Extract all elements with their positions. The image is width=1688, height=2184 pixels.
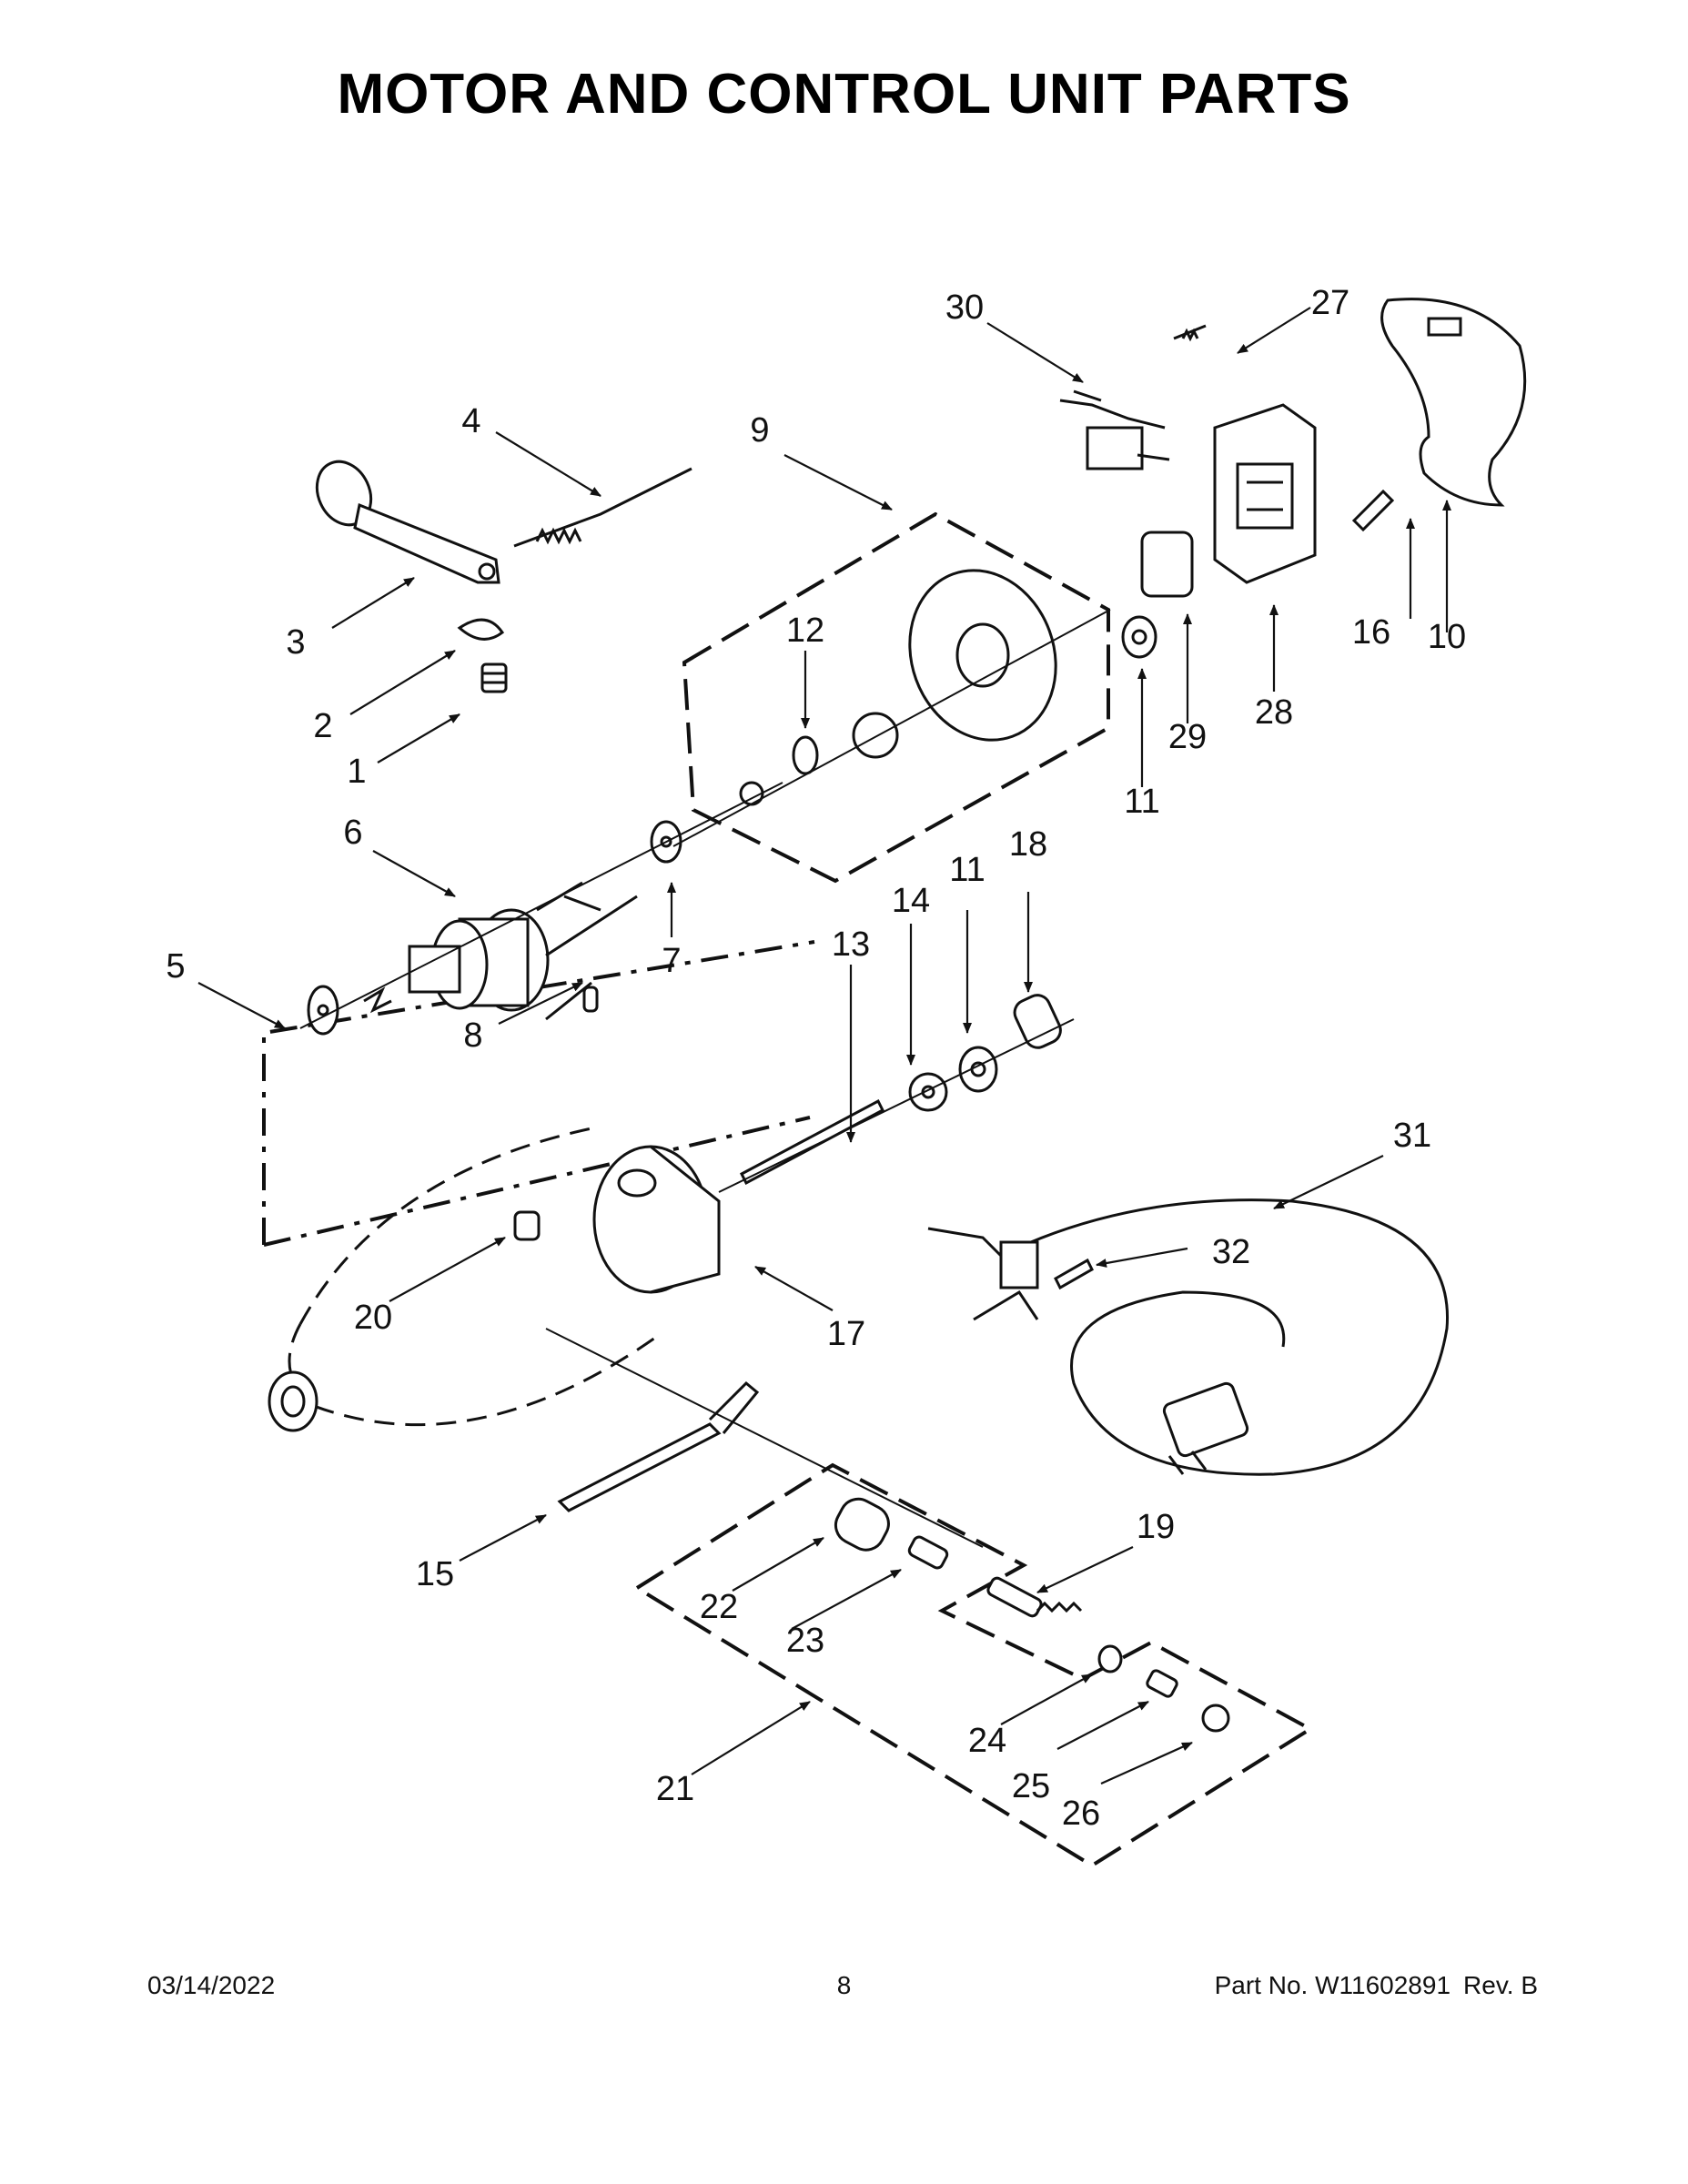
shaft-axis: [718, 1018, 1075, 1193]
part-plug-20: [513, 1210, 541, 1241]
part-number-label: Part No.: [1214, 1971, 1309, 1999]
callout-2: 2: [313, 707, 332, 745]
bearing-axis: [672, 609, 1111, 847]
part-gear-14: [908, 1072, 948, 1112]
callout-12: 12: [786, 612, 824, 650]
part-screw-16: [1351, 489, 1395, 532]
part-screw-27: [1173, 324, 1207, 342]
callout-25: 25: [1012, 1767, 1050, 1805]
part-spring-19: [986, 1576, 1083, 1618]
callout-17: 17: [827, 1315, 865, 1353]
callout-20: 20: [354, 1299, 392, 1337]
callout-23: 23: [786, 1622, 824, 1660]
armature-axis: [299, 782, 783, 1029]
group-outline-21: [633, 1462, 1314, 1868]
callout-19: 19: [1137, 1508, 1175, 1546]
revision-value: B: [1521, 1971, 1538, 1999]
part-shield-10: [1380, 298, 1527, 507]
part-spacer-24: [1097, 1644, 1123, 1673]
callout-4: 4: [461, 402, 480, 440]
callout-1: 1: [347, 753, 366, 791]
callout-11b: 11: [949, 851, 985, 889]
callout-leaders: [197, 307, 1451, 1785]
callout-14: 14: [892, 882, 930, 920]
part-field-17: [592, 1145, 721, 1294]
part-number-value: W11602891: [1315, 1971, 1451, 1999]
part-nut-11-mid: [958, 1046, 998, 1093]
motor-housing-sketch: [288, 1127, 656, 1427]
part-armature-6: [363, 881, 638, 1021]
callout-28: 28: [1255, 693, 1293, 732]
part-wire-harness-30: [1059, 389, 1170, 470]
callout-9: 9: [750, 411, 769, 450]
callout-18: 18: [1009, 825, 1047, 864]
part-control-board-28: [1213, 403, 1317, 584]
callout-16: 16: [1352, 613, 1390, 652]
callout-26: 26: [1062, 1795, 1100, 1833]
part-bearing-housing-9: [739, 569, 1057, 806]
part-spring-4: [513, 467, 692, 548]
part-screw-32: [1054, 1258, 1094, 1290]
callout-6: 6: [343, 814, 362, 852]
callout-32: 32: [1212, 1233, 1250, 1271]
rod-axis: [545, 1328, 984, 1548]
page-title: MOTOR AND CONTROL UNIT PARTS: [337, 63, 1351, 126]
part-housing-end: [268, 1370, 318, 1432]
part-screw-1: [480, 662, 508, 693]
part-nut-11-top: [1121, 615, 1157, 659]
part-bushing-22: [834, 1497, 890, 1552]
part-rod-15: [557, 1380, 760, 1512]
callout-11a: 11: [1124, 783, 1159, 821]
part-spring-25: [1146, 1669, 1178, 1698]
housing-outline: [262, 940, 815, 1247]
group-outline-9: [682, 511, 1110, 884]
part-sleeve-18: [1013, 994, 1062, 1049]
footer-date: 03/14/2022: [147, 1971, 276, 1999]
callout-29: 29: [1168, 718, 1207, 756]
part-plug: [1162, 1381, 1249, 1475]
callout-22: 22: [700, 1588, 738, 1626]
callout-24: 24: [968, 1722, 1006, 1760]
callout-8: 8: [463, 1016, 482, 1055]
callout-labels: 1 2 3 4 5 6 7 8 9 10 11 11 12 13 14 15 1…: [166, 284, 1466, 1833]
part-washer-5: [307, 985, 339, 1036]
callout-15: 15: [416, 1555, 454, 1593]
callout-10: 10: [1428, 618, 1466, 656]
callout-27: 27: [1311, 284, 1349, 322]
part-brush-holder-29: [1140, 531, 1194, 598]
callout-13: 13: [832, 925, 870, 964]
part-washer-2: [457, 618, 505, 641]
part-pin-8: [582, 986, 599, 1013]
callout-5: 5: [166, 947, 185, 986]
callout-21: 21: [656, 1770, 694, 1808]
part-cap-26: [1201, 1704, 1230, 1733]
callout-31: 31: [1393, 1117, 1431, 1155]
revision-label: Rev.: [1463, 1971, 1514, 1999]
callout-30: 30: [945, 288, 984, 327]
callout-3: 3: [286, 623, 305, 662]
footer-part-info: Part No. W11602891 Rev. B: [1215, 1971, 1538, 2000]
footer-page-number: 8: [836, 1971, 852, 1999]
callout-7: 7: [662, 942, 681, 980]
part-pin-23: [907, 1535, 949, 1570]
part-lever: [315, 460, 500, 584]
